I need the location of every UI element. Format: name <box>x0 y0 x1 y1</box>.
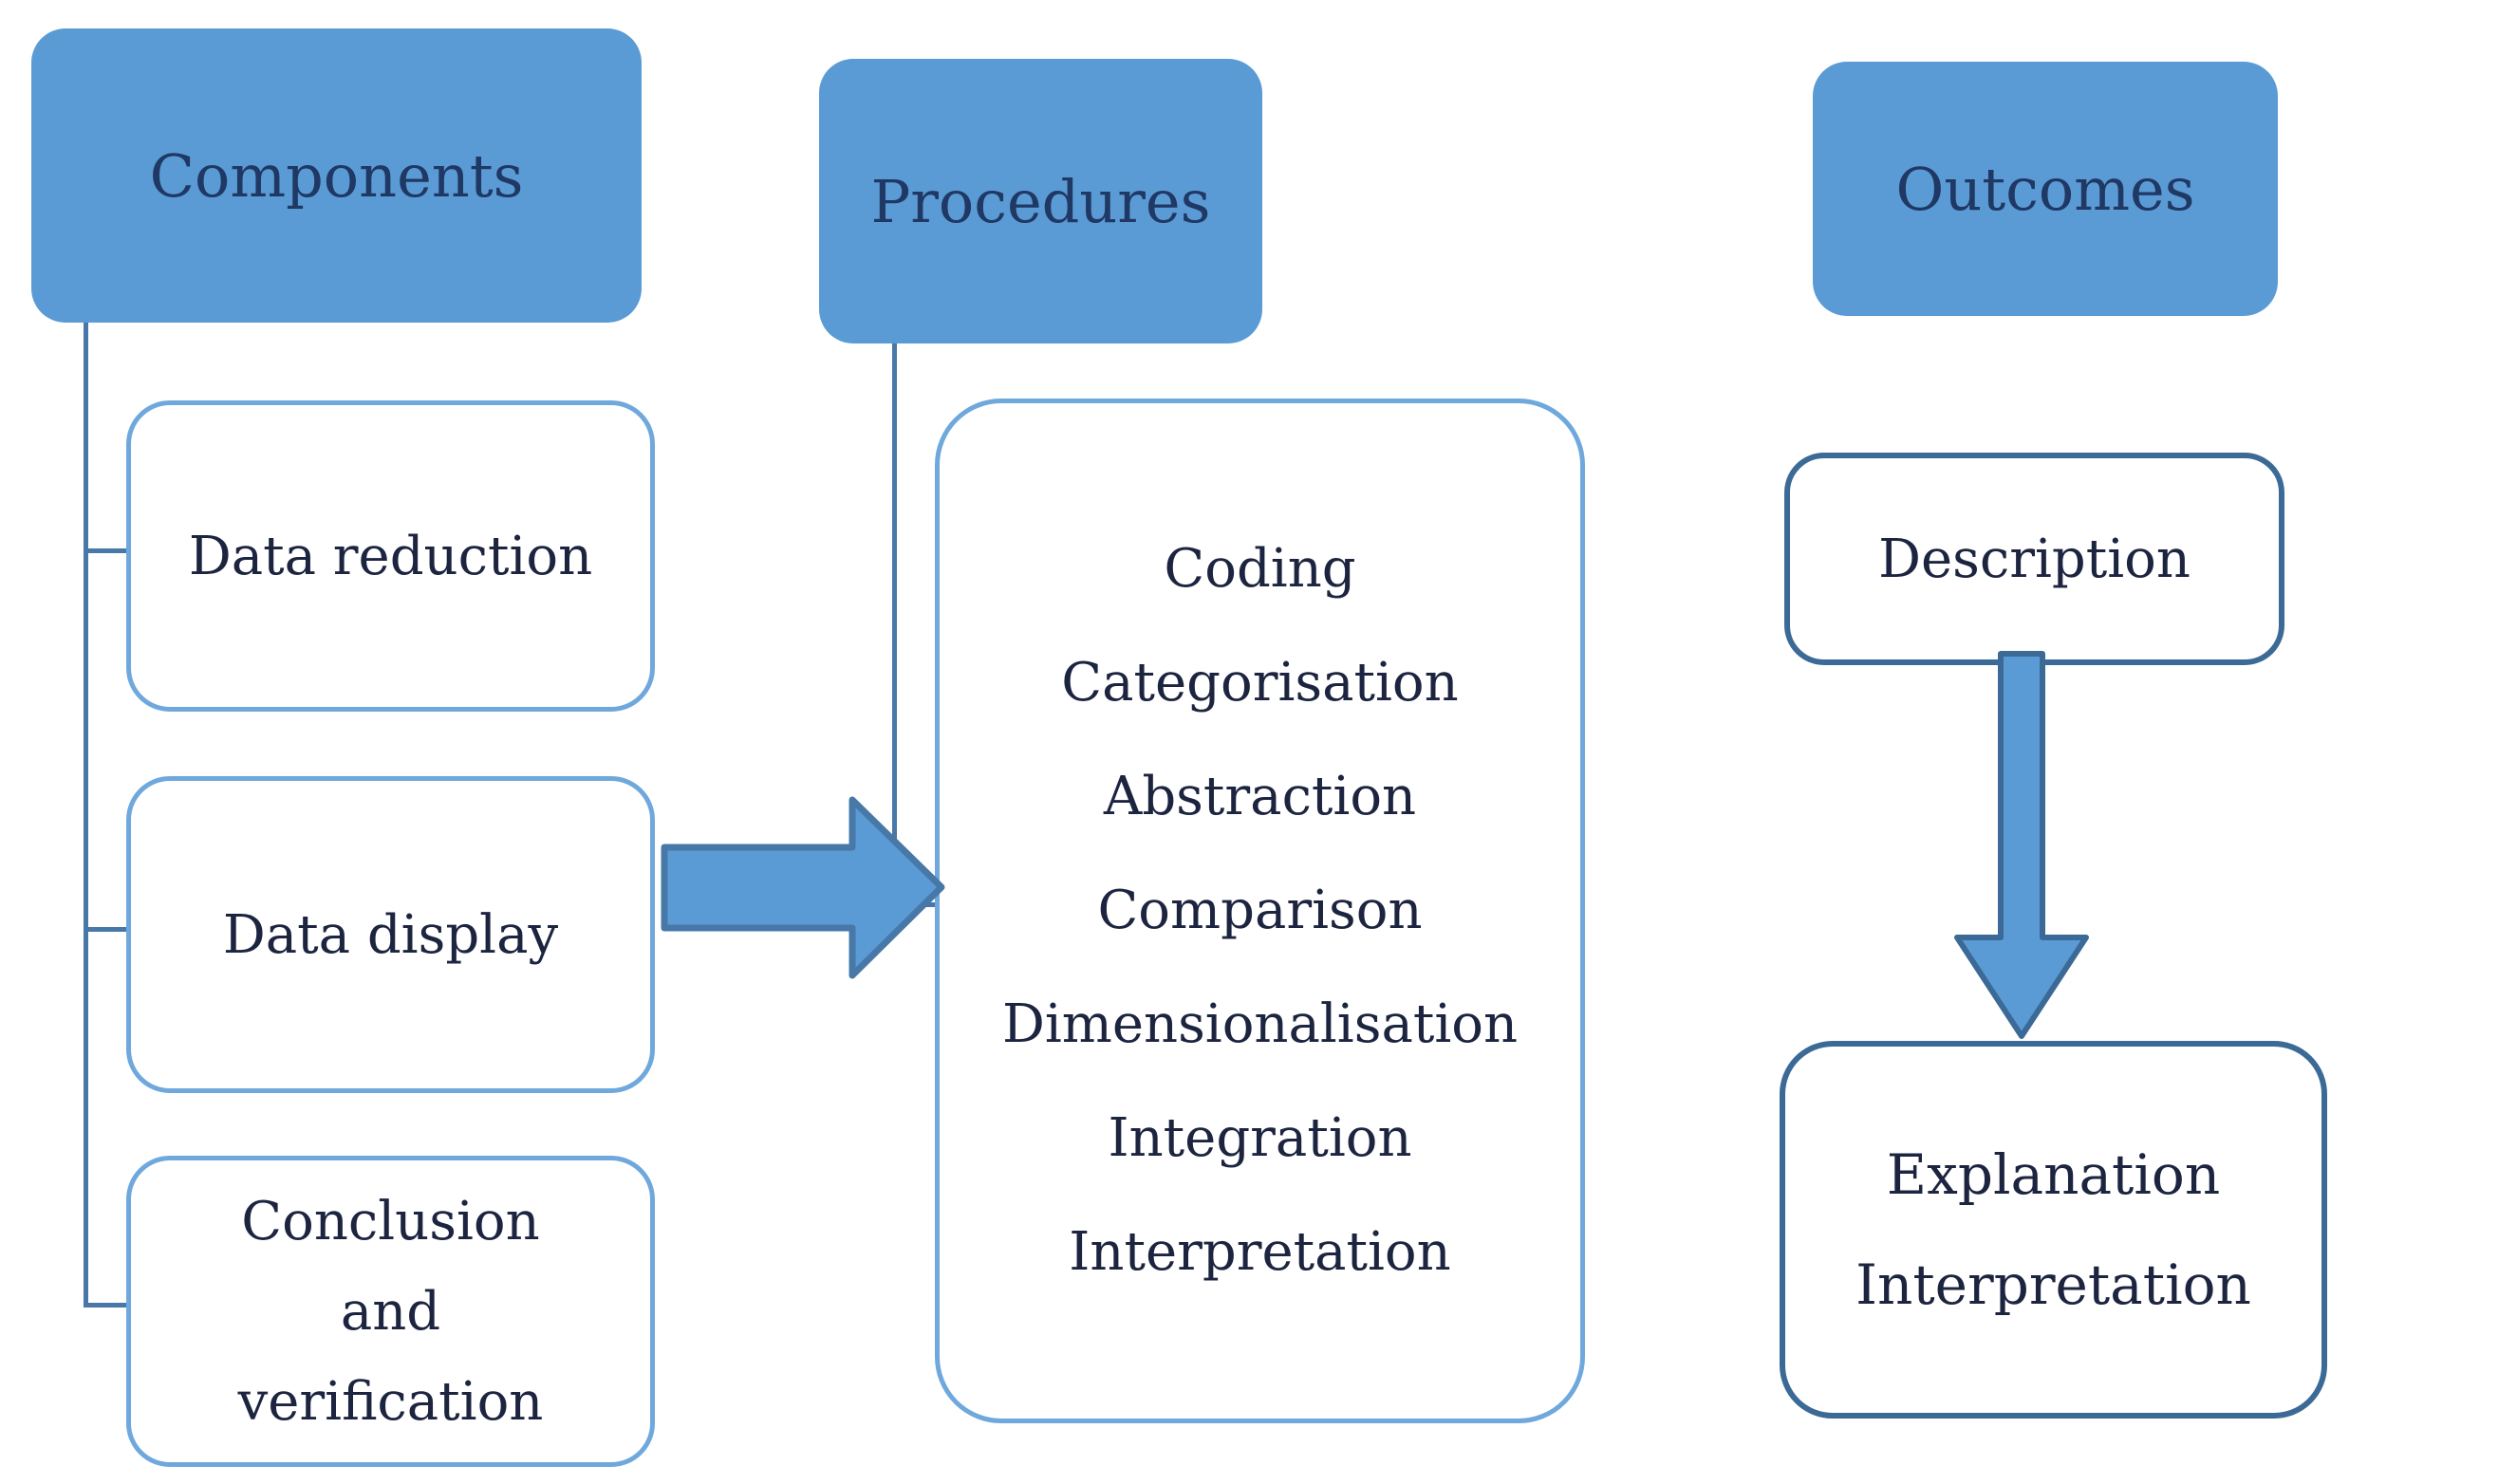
data-display-box: Data display <box>126 776 655 1093</box>
procedure-item: Abstraction <box>1103 766 1417 827</box>
components-header: Components <box>31 28 642 323</box>
conclusion-verification-box: Conclusion and verification <box>126 1156 655 1467</box>
procedures-header: Procedures <box>819 59 1262 343</box>
connector-tick-data-reduction <box>84 548 129 553</box>
procedure-item: Coding <box>1164 538 1356 600</box>
data-display-label: Data display <box>222 903 559 966</box>
procedures-connector-elbow <box>892 902 940 907</box>
components-header-label: Components <box>149 140 524 211</box>
data-reduction-box: Data reduction <box>126 400 655 712</box>
procedure-item: Dimensionalisation <box>1001 993 1519 1055</box>
conclusion-verification-label: Conclusion and verification <box>237 1190 544 1433</box>
procedure-item: Integration <box>1108 1107 1412 1169</box>
outcomes-header: Outcomes <box>1813 62 2278 316</box>
connector-elbow-conclusion <box>84 1303 129 1308</box>
procedures-connector-line <box>892 343 897 906</box>
description-box: Description <box>1784 453 2284 665</box>
connector-tick-data-display <box>84 927 129 932</box>
explanation-interpretation-box: Explanation Interpretation <box>1780 1041 2327 1419</box>
procedure-item: Comparison <box>1097 880 1423 941</box>
procedures-header-label: Procedures <box>870 166 1211 236</box>
components-connector-line <box>84 323 88 1308</box>
data-reduction-label: Data reduction <box>188 525 593 587</box>
outcomes-header-label: Outcomes <box>1895 154 2195 224</box>
description-label: Description <box>1878 528 2191 590</box>
block-arrow-right-icon <box>661 796 945 979</box>
block-arrow-down-icon <box>1954 651 2089 1039</box>
procedure-item: Interpretation <box>1069 1221 1451 1283</box>
procedures-list-box: Coding Categorisation Abstraction Compar… <box>935 399 1585 1423</box>
procedure-item: Categorisation <box>1061 652 1459 714</box>
explanation-interpretation-label: Explanation Interpretation <box>1855 1142 2251 1317</box>
